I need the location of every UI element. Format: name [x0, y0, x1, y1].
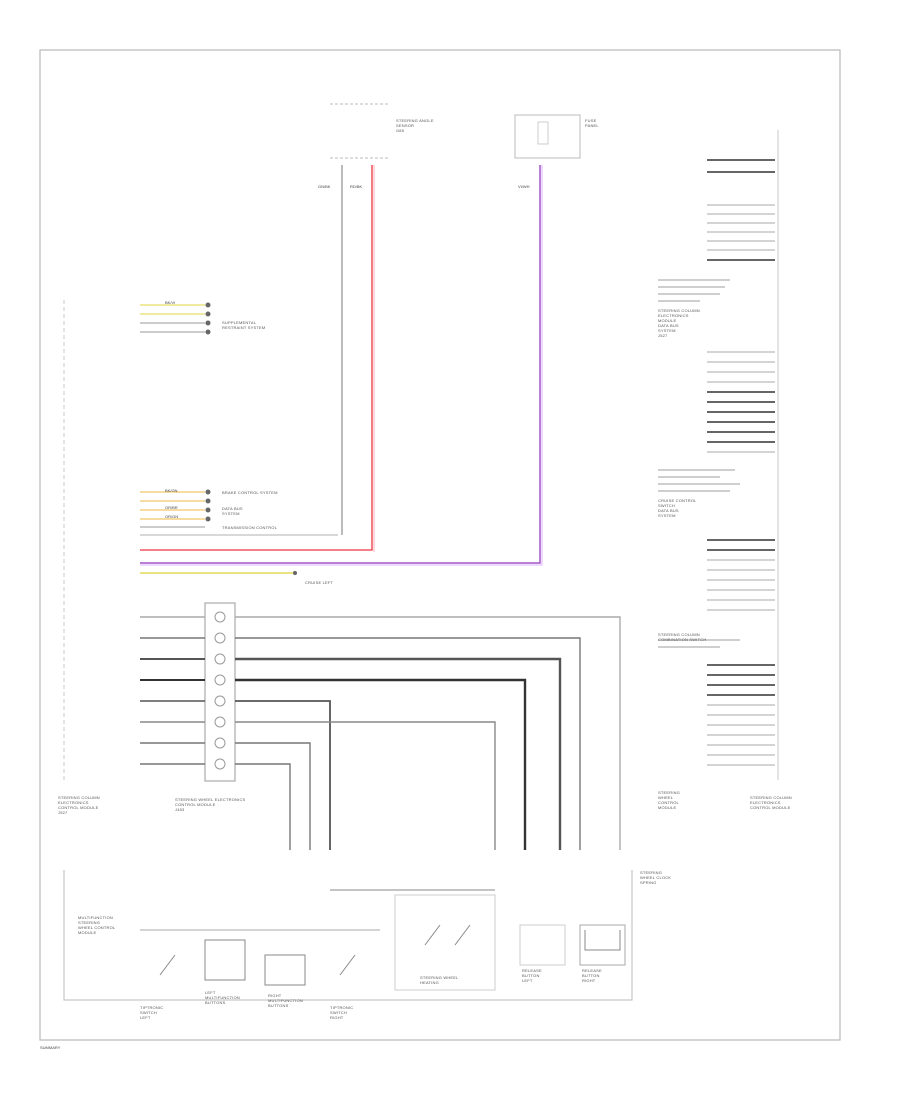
supplemental-restraint-label: SUPPLEMENTAL RESTRAINT SYSTEM — [222, 320, 266, 330]
heating-switch-box — [394, 894, 496, 991]
wire-code-w2: RD/BK — [350, 184, 363, 189]
right-stubs-mid — [707, 351, 775, 453]
cruise-module-lower-label: STEERING WHEEL CONTROL MODULE — [658, 790, 681, 810]
release-left-box — [519, 924, 566, 966]
wire-red-feed — [140, 165, 373, 551]
brake-control-label: BRAKE CONTROL SYSTEM — [222, 490, 278, 495]
fuse-panel-label: FUSE PANEL — [585, 118, 599, 128]
wire-code-w3: VI/WH — [518, 184, 530, 189]
steering-wheel-clockspring-label: STEERING WHEEL CLOCK SPRING — [640, 870, 672, 885]
left-multifunction-label: LEFT MULTIFUNCTION BUTTONS — [205, 990, 240, 1005]
wire-violet-feed — [140, 165, 541, 564]
switch-contacts — [159, 924, 471, 986]
steering-column-combination-label: STEERING COLUMN COMBINATION SWITCH — [658, 632, 707, 642]
fuse-icon — [537, 121, 549, 145]
clockspring-wires — [140, 616, 621, 850]
right-stubs-lower — [707, 539, 775, 611]
right-stubs-bottom — [707, 664, 775, 766]
bottom-module-frame — [63, 870, 633, 1001]
wire-violet-feed-shadow — [140, 165, 543, 566]
tiptronic-left-label: TIPTRONIC SWITCH LEFT — [140, 1005, 164, 1020]
release-button-1-label: RELEASE BUTTON LEFT — [522, 968, 542, 983]
wire-code-canl: OR/BR — [165, 505, 178, 510]
steering-wheel-electronics-label: STEERING WHEEL ELECTRONICS CONTROL MODUL… — [175, 797, 246, 812]
multifunction-steering-label: MULTIFUNCTION STEERING WHEEL CONTROL MOD… — [78, 915, 116, 935]
right-stubs-top — [707, 159, 775, 261]
diagram-border — [39, 49, 841, 1041]
release-right-box — [579, 924, 626, 966]
clockspring-block — [204, 602, 236, 782]
right-module-mid1-label: STEERING COLUMN ELECTRONICS MODULE DATA … — [658, 308, 700, 338]
steering-angle-sensor-label: STEERING ANGLE SENSOR G85 — [396, 118, 434, 133]
release-button-2-label: RELEASE BUTTON RIGHT — [582, 968, 602, 983]
wire-code-brake: BK/GN — [165, 488, 178, 493]
wire-code-supp: BK/VI — [165, 300, 176, 305]
right-module-bottom-label: STEERING COLUMN ELECTRONICS CONTROL MODU… — [750, 795, 792, 810]
tiptronic-right-label: TIPTRONIC SWITCH RIGHT — [330, 1005, 354, 1020]
data-bus-label: DATA BUS SYSTEM — [222, 506, 243, 516]
right-multifunction-label: RIGHT MULTIFUNCTION BUTTONS — [268, 993, 303, 1008]
right-module-mid2-label: CRUISE CONTROL SWITCH DATA BUS SYSTEM — [658, 498, 697, 518]
clockspring-coils — [214, 611, 226, 770]
page-number: SUMMARY — [40, 1045, 61, 1050]
steering-column-module-left-label: STEERING COLUMN ELECTRONICS CONTROL MODU… — [58, 795, 100, 815]
wire-code-canh: OR/GN — [165, 514, 179, 519]
mid-pin-group — [140, 489, 297, 575]
fuse-panel-box — [514, 114, 581, 159]
cruise-left-label: CRUISE LEFT — [305, 580, 334, 585]
wire-code-w1: GN/BK — [318, 184, 331, 189]
top-pin-group — [140, 302, 211, 335]
fine-print-marks — [658, 279, 740, 648]
transmission-control-label: TRANSMISSION CONTROL — [222, 525, 278, 530]
release-right-contact — [584, 930, 621, 951]
steering-wheel-heating-label: STEERING WHEEL HEATING — [420, 975, 459, 985]
